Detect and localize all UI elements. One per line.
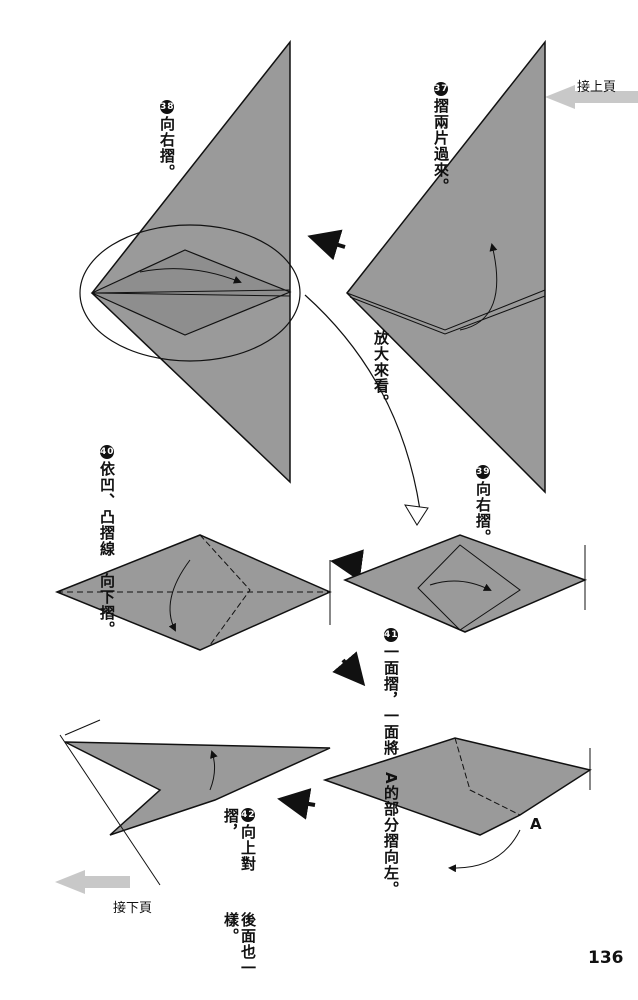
step-text: 一面摺，一面將	[382, 644, 400, 756]
prev-page-arrow-icon	[545, 85, 638, 109]
step-text: 向下摺。	[98, 573, 116, 637]
prev-page-label: 接上頁	[577, 80, 617, 95]
point-a-label: A	[530, 815, 542, 833]
diagram-step-42	[59, 719, 331, 886]
diagram-step-39	[343, 534, 588, 633]
step-text: 摺兩片過來。	[432, 98, 450, 194]
next-page-arrow-icon	[55, 870, 130, 894]
diagram-step-40	[54, 534, 332, 651]
step-number: 40	[100, 445, 115, 459]
step-40-label: 40 依凹、凸摺線 向下摺。	[98, 445, 116, 637]
step-text: 後面也一樣。	[222, 912, 257, 976]
step-text: 向上對摺，	[222, 808, 257, 872]
step-text: A的部分摺向左。	[382, 772, 400, 897]
step-number: 38	[160, 100, 175, 114]
diagram-step-37	[345, 39, 546, 494]
next-page-label: 接下頁	[113, 901, 153, 916]
step-42-label: 42向上對摺， 後面也一樣。	[222, 808, 257, 1000]
step-41-label: 41 一面摺，一面將 A的部分摺向左。	[382, 628, 400, 897]
step-number: 39	[476, 465, 491, 479]
zoom-arrow-icon	[304, 294, 421, 511]
step-text: 依凹、凸摺線	[98, 461, 116, 557]
step-37-label: 37 摺兩片過來。	[432, 82, 450, 194]
zoom-note: 放大來看。	[372, 330, 390, 410]
diagram-step-41	[322, 737, 592, 873]
diagram-step-38	[79, 39, 301, 484]
step-number: 37	[434, 82, 449, 96]
step-38-label: 38 向右摺。	[158, 100, 176, 180]
step-text: 向右摺。	[158, 116, 176, 180]
step-number: 41	[384, 628, 399, 642]
step-arrow-icon	[330, 549, 364, 582]
page-number: 136	[588, 948, 624, 968]
step-text: 向右摺。	[474, 481, 492, 545]
step-arrow-icon	[332, 651, 366, 687]
step-arrow-icon	[277, 788, 316, 820]
step-39-label: 39 向右摺。	[474, 465, 492, 545]
step-arrow-icon	[307, 229, 346, 261]
step-number: 42	[241, 808, 256, 822]
